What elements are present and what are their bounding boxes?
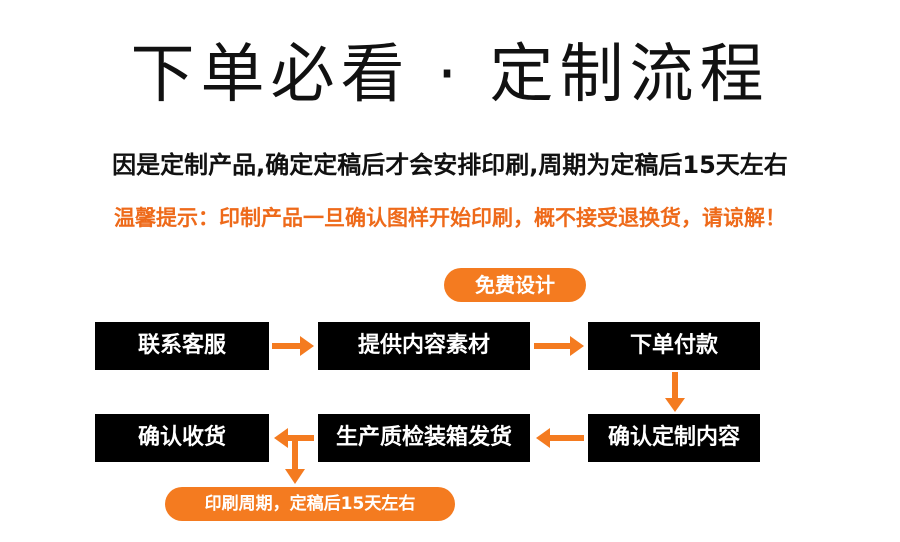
free-design-badge: 免费设计 bbox=[444, 268, 586, 302]
step-produce-ship: 生产质检装箱发货 bbox=[318, 414, 530, 462]
print-cycle-badge: 印刷周期，定稿后15天左右 bbox=[165, 487, 455, 521]
arrow-down-icon bbox=[285, 441, 305, 484]
warning-text: 温馨提示：印制产品一旦确认图样开始印刷，概不接受退换货，请谅解！ bbox=[114, 206, 786, 230]
arrow-left-icon bbox=[536, 428, 584, 448]
step-contact-service: 联系客服 bbox=[95, 322, 269, 370]
step-place-order-pay: 下单付款 bbox=[588, 322, 760, 370]
step-confirm-receipt: 确认收货 bbox=[95, 414, 269, 462]
notice-text: 因是定制产品,确定定稿后才会安排印刷,周期为定稿后15天左右 bbox=[112, 151, 788, 179]
page-title: 下单必看 · 定制流程 bbox=[130, 38, 770, 112]
step-provide-materials: 提供内容素材 bbox=[318, 322, 530, 370]
arrow-left-icon bbox=[274, 428, 314, 448]
arrow-down-icon bbox=[665, 372, 685, 412]
step-confirm-content: 确认定制内容 bbox=[588, 414, 760, 462]
arrow-right-icon bbox=[272, 336, 314, 356]
arrow-right-icon bbox=[534, 336, 584, 356]
